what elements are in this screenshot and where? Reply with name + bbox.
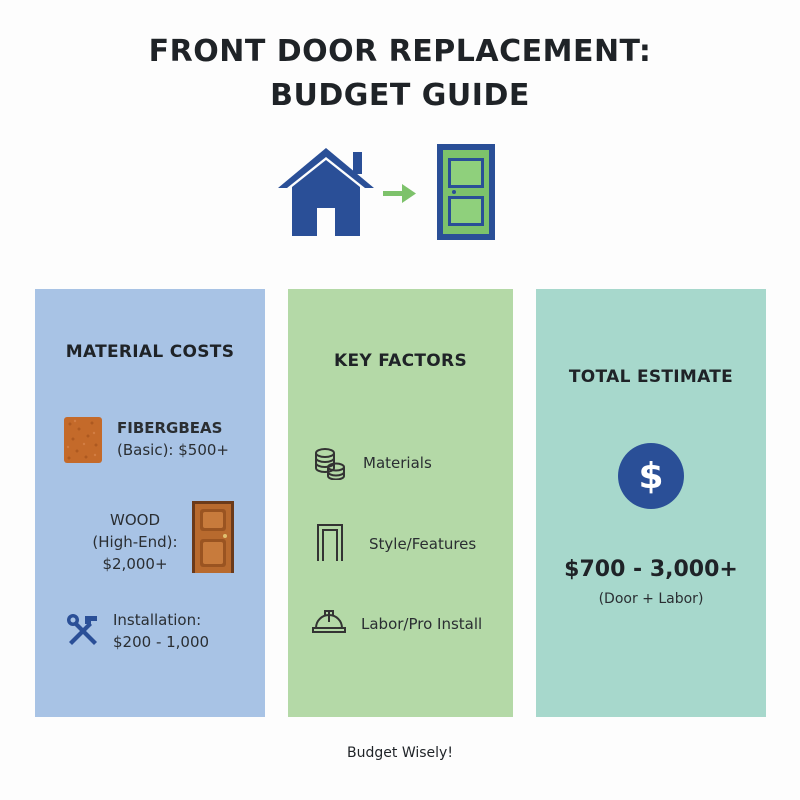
fiberglass-label: FIBERGBEAS: [117, 419, 223, 437]
coins-icon: [315, 448, 345, 480]
material-costs-panel: MATERIAL COSTS FIBERGBEAS (Basic): $500+…: [35, 289, 265, 717]
door-frame-icon: [317, 524, 343, 561]
page-title: FRONT DOOR REPLACEMENT: BUDGET GUIDE: [0, 30, 800, 118]
key-factors-heading: KEY FACTORS: [334, 351, 467, 371]
hero-illustration: [278, 144, 495, 240]
house-icon: [278, 148, 374, 236]
wood-grade: (High-End):: [92, 533, 178, 551]
estimate-note: (Door + Labor): [598, 591, 704, 607]
factor-materials: Materials: [363, 454, 432, 472]
factor-labor-install: Labor/Pro Install: [361, 615, 483, 633]
fiberglass-price: (Basic): $500+: [117, 441, 229, 459]
door-icon: [437, 144, 495, 240]
wood-label: WOOD: [110, 511, 160, 529]
installation-label: Installation:: [113, 611, 202, 629]
factor-style-features: Style/Features: [369, 535, 477, 553]
wood-price: $2,000+: [102, 555, 168, 573]
installation-price: $200 - 1,000: [113, 633, 210, 651]
key-factors-panel: KEY FACTORS Materials Style/Features Lab…: [288, 289, 513, 717]
material-costs-heading: MATERIAL COSTS: [65, 342, 235, 362]
footer-tagline: Budget Wisely!: [347, 745, 453, 761]
svg-text:$: $: [638, 456, 663, 497]
dollar-icon: $: [618, 443, 684, 509]
title-line-1: FRONT DOOR REPLACEMENT:: [148, 34, 652, 69]
total-estimate-panel: TOTAL ESTIMATE $ $700 - 3,000+ (Door + L…: [536, 289, 766, 717]
arrow-right-icon: [383, 184, 416, 203]
wood-door-icon: [192, 501, 234, 573]
hard-hat-icon: [312, 610, 346, 633]
total-estimate-heading: TOTAL ESTIMATE: [568, 367, 734, 387]
estimate-range: $700 - 3,000+: [564, 557, 738, 582]
fiberglass-swatch-icon: [64, 417, 102, 463]
title-line-2: BUDGET GUIDE: [270, 78, 530, 113]
tools-icon: [67, 614, 97, 645]
